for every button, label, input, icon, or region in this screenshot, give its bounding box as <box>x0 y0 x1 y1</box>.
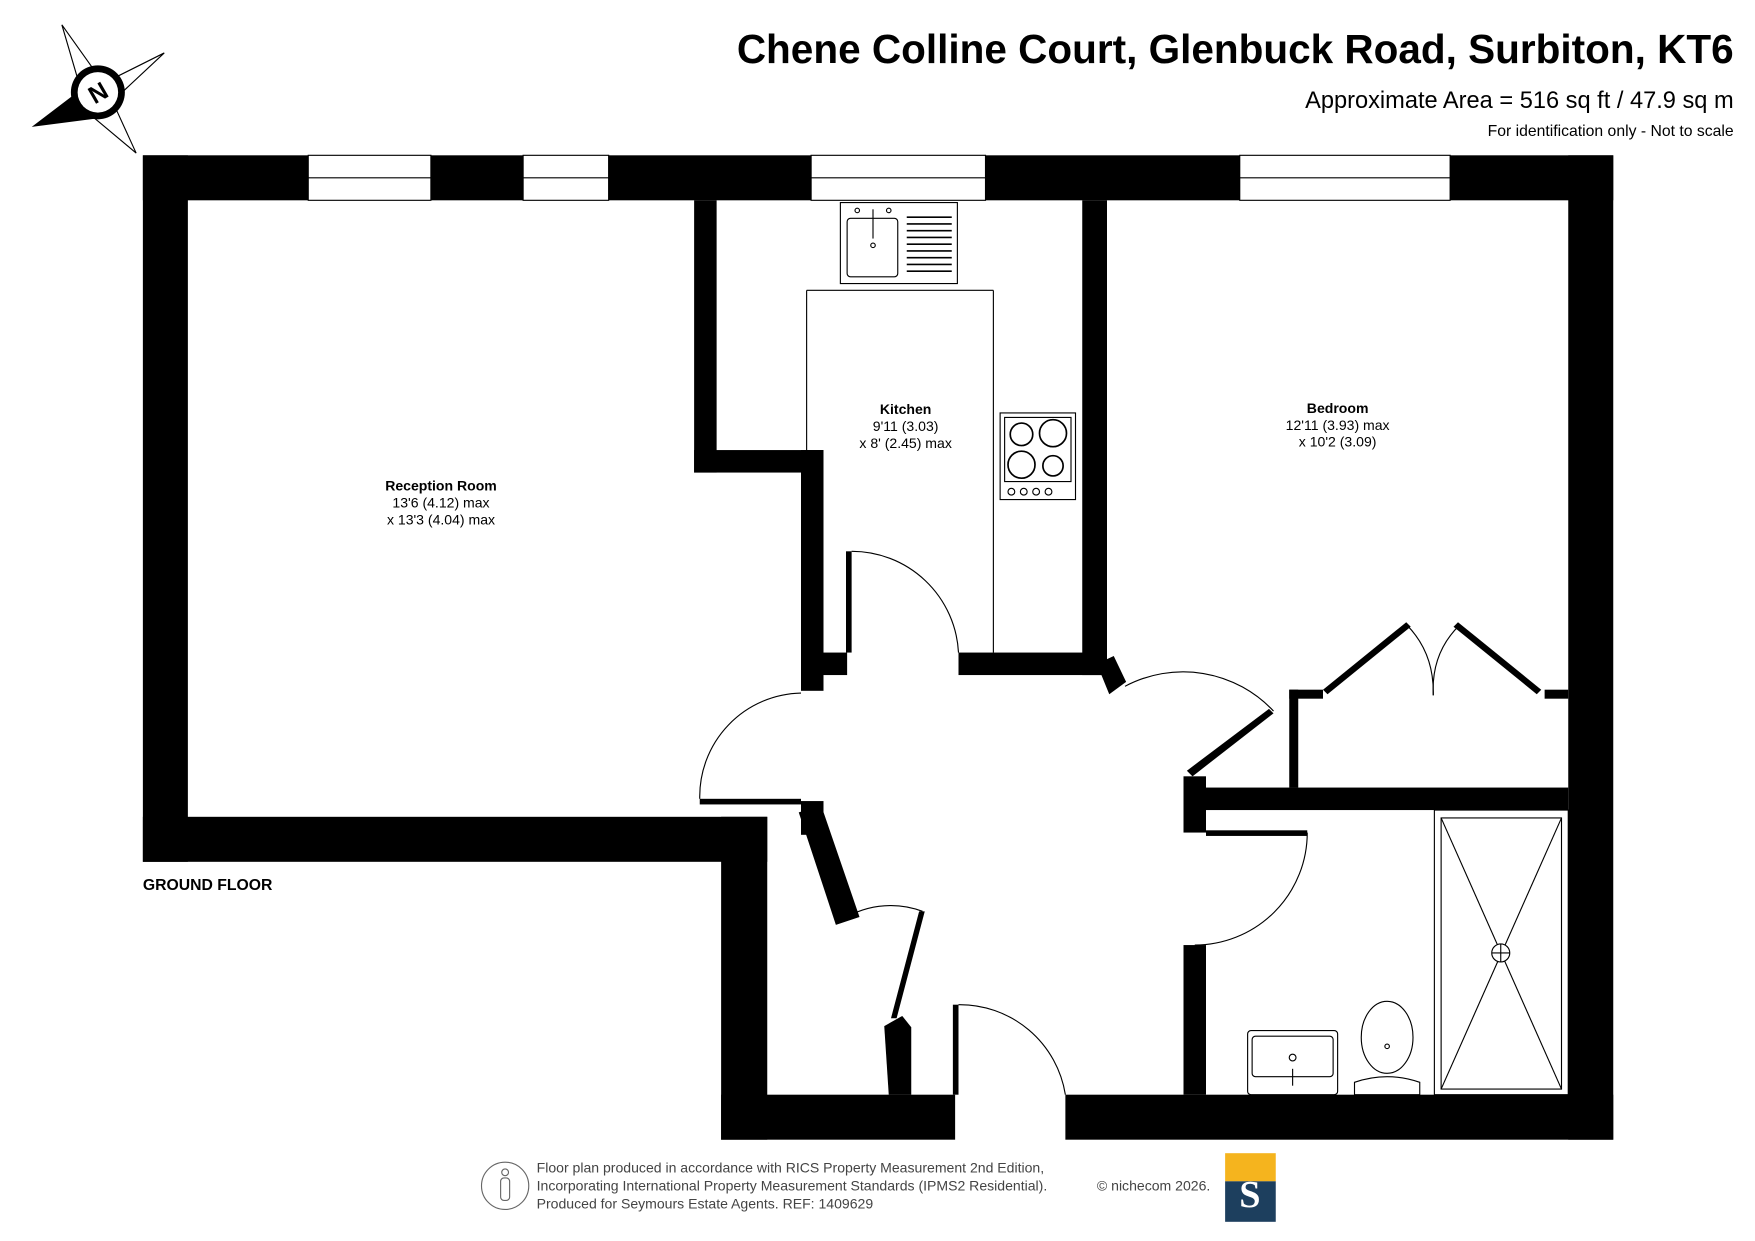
compass-icon: N <box>31 24 165 154</box>
room-dimension: 12'11 (3.93) max <box>1286 417 1390 433</box>
room-dimension: 9'11 (3.03) <box>873 418 939 434</box>
room-dimension: 13'6 (4.12) max <box>392 494 489 510</box>
room-dimension: x 8' (2.45) max <box>859 435 951 451</box>
room-name: Kitchen <box>880 401 932 417</box>
approximate-area: Approximate Area = 516 sq ft / 47.9 sq m <box>1305 88 1734 114</box>
walls <box>142 155 1614 1140</box>
room-bedroom: Bedroom 12'11 (3.93) max x 10'2 (3.09) <box>1286 400 1390 450</box>
toilet-icon <box>1353 1000 1421 1096</box>
footer-line-2: Incorporating International Property Mea… <box>537 1177 1048 1193</box>
room-reception: Reception Room 13'6 (4.12) max x 13'3 (4… <box>385 478 497 528</box>
logo-letter: S <box>1239 1174 1260 1216</box>
room-dimension: x 10'2 (3.09) <box>1299 434 1377 450</box>
basin-icon <box>1247 1030 1339 1096</box>
windows <box>307 154 1451 201</box>
room-name: Reception Room <box>385 478 497 494</box>
room-dimension: x 13'3 (4.04) max <box>387 511 495 527</box>
shower-tray-icon <box>1433 809 1569 1096</box>
person-scale-icon <box>480 1161 530 1210</box>
seymours-logo: S <box>1225 1153 1276 1222</box>
disclaimer: For identification only - Not to scale <box>1488 123 1734 140</box>
doors <box>699 550 1542 1095</box>
property-title: Chene Colline Court, Glenbuck Road, Surb… <box>737 26 1734 72</box>
floor-label: GROUND FLOOR <box>143 877 273 894</box>
footer-line-3: Produced for Seymours Estate Agents. REF… <box>537 1195 874 1211</box>
room-kitchen: Kitchen 9'11 (3.03) x 8' (2.45) max <box>859 401 951 451</box>
hob-icon <box>999 412 1077 501</box>
copyright: © nichecom 2026. <box>1097 1177 1210 1193</box>
bathroom-fittings <box>1247 809 1569 1096</box>
footer-line-1: Floor plan produced in accordance with R… <box>537 1159 1045 1175</box>
sink-icon <box>839 202 958 285</box>
kitchen-fittings <box>806 202 1077 653</box>
room-name: Bedroom <box>1307 400 1369 416</box>
footer: Floor plan produced in accordance with R… <box>480 1153 1276 1222</box>
